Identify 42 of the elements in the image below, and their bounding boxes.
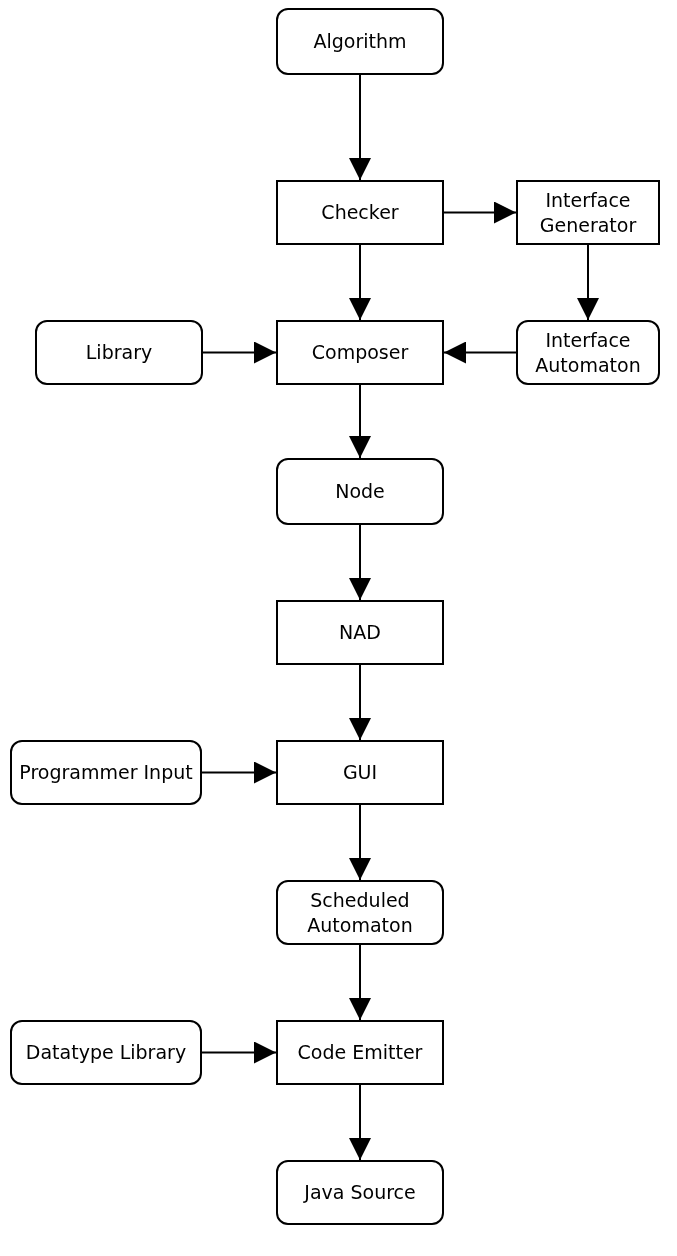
arrow <box>443 341 517 364</box>
rounded-box <box>10 1020 202 1085</box>
rounded-box <box>276 880 444 945</box>
node-label: Node <box>335 479 385 504</box>
rounded-box <box>276 8 444 75</box>
process-box <box>276 600 444 665</box>
arrow <box>349 804 371 881</box>
rounded-box <box>516 320 660 385</box>
arrow <box>349 74 371 181</box>
node-label: Library <box>85 340 153 365</box>
arrow <box>349 944 371 1021</box>
arrow <box>443 201 517 224</box>
arrow <box>202 341 277 364</box>
node-label: Java Source <box>304 1180 416 1205</box>
arrow <box>201 1041 277 1064</box>
rounded-box <box>10 740 202 805</box>
node-label: NAD <box>339 620 381 645</box>
process-box <box>276 740 444 805</box>
process-box <box>276 180 444 245</box>
arrow <box>349 664 371 741</box>
node-label: Code Emitter <box>297 1040 423 1065</box>
arrow <box>349 524 371 601</box>
arrow <box>201 761 277 784</box>
node-label: Interface Automaton <box>534 327 642 378</box>
arrow <box>349 244 371 321</box>
rounded-box <box>276 458 444 525</box>
process-box <box>516 180 660 245</box>
process-box <box>276 320 444 385</box>
rounded-box <box>276 1160 444 1225</box>
node-label: Interface Generator <box>538 187 638 238</box>
process-box <box>276 1020 444 1085</box>
node-label: Datatype Library <box>25 1040 187 1065</box>
node-label: Algorithm <box>313 29 407 54</box>
node-label: GUI <box>342 760 378 785</box>
arrow <box>349 1084 371 1161</box>
rounded-box <box>35 320 203 385</box>
node-label: Checker <box>321 200 399 225</box>
arrow <box>349 384 371 459</box>
node-label: Scheduled Automaton <box>306 887 414 938</box>
node-label: Composer <box>311 340 409 365</box>
arrow <box>577 244 599 321</box>
node-label: Programmer Input <box>19 760 193 785</box>
